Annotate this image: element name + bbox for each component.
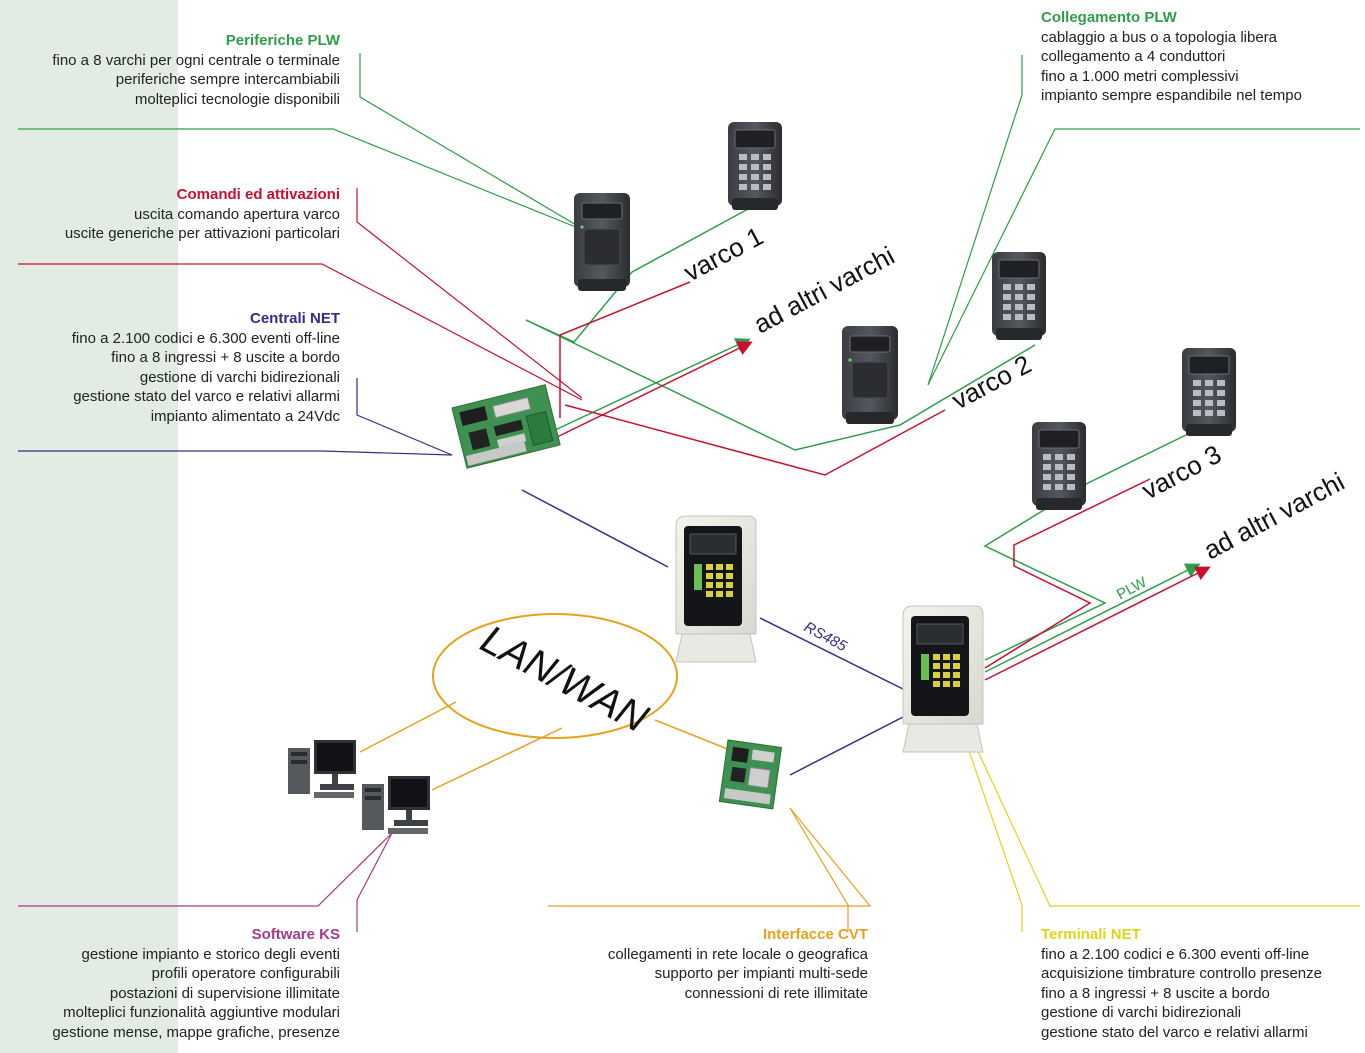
callout-periferiche: Periferiche PLW fino a 8 varchi per ogni… — [0, 31, 340, 109]
callout-centrali-line-2 — [18, 450, 453, 456]
callout-software-line-1: gestione impianto e storico degli eventi — [81, 945, 341, 963]
terminal-net-lower — [902, 605, 984, 753]
board-cvt — [718, 739, 782, 810]
label-altri-varchi-2: ad altri varchi — [1199, 466, 1350, 565]
wire-green-varco1 — [525, 207, 751, 343]
callout-terminali: Terminali NET fino a 2.100 codici e 6.30… — [1041, 925, 1363, 1042]
label-altri-varchi-1: ad altri varchi — [749, 240, 900, 339]
callout-comandi-line-1: uscita comando apertura varco — [134, 205, 340, 223]
callout-centrali-line-1: fino a 2.100 codici e 6.300 eventi off-l… — [71, 329, 340, 347]
callout-centrali-line-4: gestione stato del varco e relativi alla… — [73, 388, 340, 405]
callout-centrali-title: Centrali NET — [249, 310, 340, 327]
callout-software-line-4: molteplici funzionalità aggiuntive modul… — [63, 1004, 340, 1021]
reader-varco2 — [841, 325, 899, 425]
wire-red-arrow2 — [984, 566, 1211, 681]
wire-red-arrow1 — [554, 341, 753, 439]
wire-green-arrow2 — [984, 563, 1201, 673]
keypad-varco3b — [1031, 421, 1087, 511]
callout-periferiche-line-1: fino a 8 varchi per ogni centrale o term… — [52, 51, 340, 69]
callout-terminali-title: Terminali NET — [1041, 926, 1141, 943]
callout-collegamento-line-4: impianto sempre espandibile nel tempo — [1041, 87, 1302, 104]
callout-centrali: Centrali NET fino a 2.100 codici e 6.300… — [0, 309, 340, 426]
callout-terminali-line-2: acquisizione timbrature controllo presen… — [1041, 965, 1322, 982]
reader-varco1 — [573, 192, 631, 292]
callout-comandi-line — [356, 188, 583, 399]
callout-terminali-line-1: fino a 2.100 codici e 6.300 eventi off-l… — [1041, 945, 1310, 963]
callout-software-line-3: postazioni di supervisione illimitate — [109, 984, 340, 1002]
callout-centrali-line-5: impianto alimentato a 24Vdc — [150, 407, 340, 425]
keypad-varco2 — [991, 251, 1047, 341]
keypad-varco1 — [727, 121, 783, 211]
keypad-varco3a — [1181, 347, 1237, 437]
callout-terminali-line-5: gestione stato del varco e relativi alla… — [1041, 1023, 1308, 1041]
callout-software-line-2 — [18, 832, 393, 907]
callout-software-line — [356, 832, 393, 932]
callout-centrali-line — [356, 378, 453, 456]
callout-centrali-line-3: gestione di varchi bidirezionali — [139, 368, 340, 386]
callout-collegamento: Collegamento PLW cablaggio a bus o a top… — [1041, 8, 1361, 106]
wire-green-arrow1 — [554, 338, 751, 431]
callout-periferiche-title: Periferiche PLW — [225, 32, 340, 49]
lanwan-ellipse — [432, 613, 678, 739]
callout-collegamento-line-2: collegamento a 4 conduttori — [1041, 48, 1226, 65]
callout-centrali-line-2: fino a 8 ingressi + 8 uscite a bordo — [111, 349, 340, 366]
callout-periferiche-line-2 — [18, 128, 589, 233]
computer-2 — [362, 776, 430, 834]
callout-terminali-line-3: fino a 8 ingressi + 8 uscite a bordo — [1041, 984, 1270, 1002]
callout-interfacce-line — [789, 807, 849, 932]
wire-rs485-b — [759, 617, 906, 691]
callout-collegamento-line — [927, 55, 1023, 386]
label-varco3: varco 3 — [1137, 439, 1226, 506]
callout-interfacce-line-2: supporto per impianti multi-sede — [654, 965, 868, 982]
wire-rs485-c — [789, 715, 906, 776]
board-centrale-net — [451, 384, 561, 469]
callout-interfacce-line-1: collegamenti in rete locale o geografica — [607, 945, 868, 963]
callout-periferiche-line-3: molteplici tecnologie disponibili — [134, 90, 340, 108]
callout-software: Software KS gestione impianto e storico … — [0, 925, 340, 1042]
callout-collegamento-line-2 — [927, 128, 1360, 386]
label-varco1: varco 1 — [679, 221, 768, 288]
wire-green-varco3 — [983, 432, 1191, 661]
callout-terminali-line — [967, 747, 1023, 932]
label-lanwan: LAN/WAN — [474, 617, 655, 741]
wire-green-varco2 — [525, 319, 1036, 451]
callout-collegamento-line-3: fino a 1.000 metri complessivi — [1041, 67, 1239, 85]
callout-interfacce-title: Interfacce CVT — [762, 926, 868, 943]
wire-lan-pc1 — [359, 701, 457, 753]
callout-comandi-line-2 — [18, 263, 583, 401]
wire-red-varco3 — [984, 478, 1151, 669]
wire-red-varco2 — [564, 404, 946, 476]
callout-software-line-2: profili operatore configurabili — [151, 965, 340, 982]
callout-collegamento-title: Collegamento PLW — [1041, 9, 1177, 26]
callout-interfacce-line-2 — [548, 807, 872, 907]
computer-1 — [288, 740, 356, 798]
callout-terminali-line-4: gestione di varchi bidirezionali — [1041, 1004, 1242, 1021]
callout-software-title: Software KS — [251, 926, 340, 943]
callout-interfacce-line-3: connessioni di rete illimitate — [684, 984, 868, 1002]
callout-periferiche-line — [359, 53, 589, 233]
callout-comandi-line-2: uscite generiche per attivazioni partico… — [64, 225, 340, 242]
sidebar-band — [0, 0, 178, 1053]
wire-rs485-a — [521, 489, 669, 568]
callout-comandi: Comandi ed attivazioni uscita comando ap… — [0, 185, 340, 244]
callout-interfacce: Interfacce CVT collegamenti in rete loca… — [520, 925, 868, 1003]
callout-comandi-title: Comandi ed attivazioni — [176, 186, 340, 203]
label-varco2: varco 2 — [947, 349, 1036, 416]
callout-software-line-5: gestione mense, mappe grafiche, presenze — [52, 1023, 340, 1041]
callout-collegamento-line-1: cablaggio a bus o a topologia libera — [1041, 28, 1278, 46]
wire-red-varco1 — [559, 281, 691, 418]
callout-terminali-line-2 — [974, 744, 1360, 907]
terminal-net-upper — [675, 515, 757, 663]
wire-lan-cvt — [654, 719, 736, 753]
callout-periferiche-line-2: periferiche sempre intercambiabili — [115, 71, 340, 88]
